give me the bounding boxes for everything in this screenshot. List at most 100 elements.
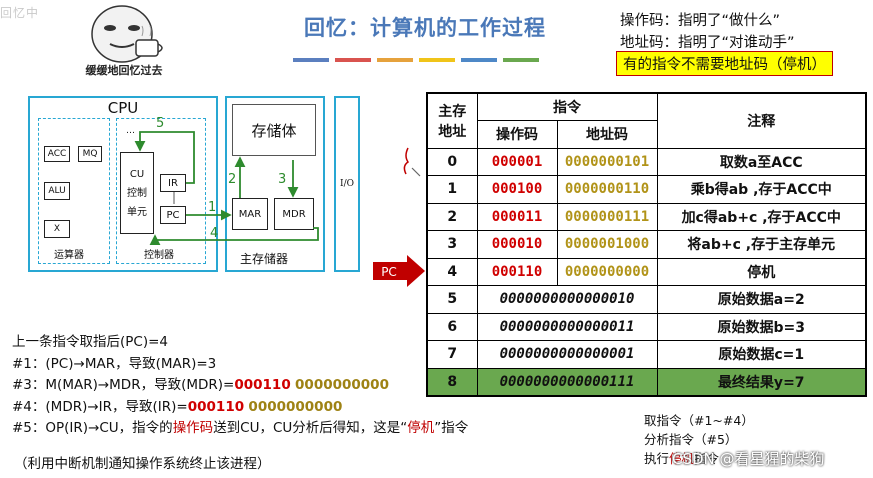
- ir-register: IR: [160, 174, 186, 192]
- ctrl-group-box: [116, 118, 206, 264]
- page-title: 回忆：计算机的工作过程: [304, 16, 546, 40]
- note-highlight: 有的指令不需要地址码（停机）: [616, 51, 833, 76]
- pc-pointer-arrow: PC: [373, 255, 425, 287]
- header-instruction: 指令: [476, 92, 658, 121]
- cell-addr: 8: [426, 367, 478, 396]
- explain-line-2: #3：M(MAR)→MDR，导致(MDR)=000110 0000000000: [12, 373, 389, 393]
- title-bar-seg-5: [461, 58, 497, 62]
- note-opcode: 操作码：指明了“做什么”: [620, 13, 781, 29]
- header-note: 注释: [656, 92, 867, 149]
- header-opcode: 操作码: [476, 120, 558, 149]
- meme-face-icon: [91, 5, 163, 63]
- arrow-label-4: 4: [210, 226, 219, 241]
- cu-unit: CU 控制 单元: [120, 152, 154, 234]
- csdn-watermark: CSDN @看星猩的柴狗: [672, 450, 825, 468]
- pc-register: PC: [160, 206, 186, 224]
- arrow-label-5: 5: [156, 116, 165, 131]
- title-bar-seg-2: [335, 58, 371, 62]
- title-bar-seg-6: [503, 58, 539, 62]
- title-bar-seg-1: [293, 58, 329, 62]
- cell-note: 加c得ab+c ,存于ACC中: [656, 202, 867, 231]
- cell-data: 0000000000000001: [476, 340, 658, 369]
- explain-line-3-opcode: 000110: [187, 399, 245, 415]
- cell-opcode: 000110: [476, 257, 558, 286]
- cell-note: 原始数据a=2: [656, 285, 867, 314]
- header-address: 主存 地址: [426, 92, 478, 149]
- cell-addrcode: 0000000111: [556, 202, 658, 231]
- step-execute-c: 指令: [694, 451, 720, 466]
- cpu-box: [28, 96, 218, 272]
- explain-line-2-text: #3：M(MAR)→MDR，导致(MDR)=: [12, 377, 235, 393]
- cell-note: 取数a至ACC: [656, 147, 867, 176]
- cell-opcode: 000010: [476, 230, 558, 259]
- cell-note: 将ab+c ,存于主存单元: [656, 230, 867, 259]
- explain-line-3: #4：(MDR)→IR，导致(IR)=000110 0000000000: [12, 395, 342, 415]
- note-address: 地址码：指明了“对谁动手”: [620, 35, 795, 51]
- cell-addr: 0: [426, 147, 478, 176]
- cell-addrcode: 0000000110: [556, 175, 658, 204]
- explain-line-3-addr: 0000000000: [248, 399, 343, 415]
- explain-line-0: 上一条指令取指后(PC)=4: [12, 334, 169, 350]
- mq-register: MQ: [78, 146, 102, 162]
- cell-note: 停机: [656, 257, 867, 286]
- pen-mark-icon: [403, 147, 421, 177]
- step-fetch: 取指令（#1~#4）: [644, 413, 754, 428]
- explain-line-3-text: #4：(MDR)→IR，导致(IR)=: [12, 399, 188, 415]
- explain-line-4-c: 送到CU，CU分析后得知，这是“: [213, 420, 408, 436]
- cell-addr: 1: [426, 175, 478, 204]
- watermark-text: 回忆中: [0, 6, 40, 20]
- step-decode: 分析指令（#5）: [644, 432, 738, 447]
- memory-label: 主存储器: [240, 252, 289, 266]
- footnote: （利用中断机制通知操作系统终止该进程）: [14, 456, 271, 472]
- step-execute-a: 执行: [644, 451, 670, 466]
- arrow-label-3: 3: [278, 172, 287, 187]
- cell-addr: 2: [426, 202, 478, 231]
- cell-addrcode: 0000000101: [556, 147, 658, 176]
- header-address-2: 地址: [438, 123, 467, 140]
- header-address-1: 主存: [438, 103, 467, 120]
- arrow-label-2: 2: [228, 172, 237, 187]
- meme-caption: 缓缓地回忆过去: [85, 64, 163, 77]
- explain-line-4-opcode-word: 操作码: [172, 420, 214, 436]
- alu-unit: ALU: [44, 182, 70, 200]
- title-bar-seg-3: [377, 58, 413, 62]
- cell-data: 0000000000000010: [476, 285, 658, 314]
- header-addrcode: 地址码: [556, 120, 658, 149]
- title-bar-seg-4: [419, 58, 455, 62]
- cu-label: CU: [129, 168, 145, 180]
- acc-register: ACC: [44, 146, 70, 162]
- explain-line-2-opcode: 000110: [234, 377, 291, 393]
- mdr-register: MDR: [274, 198, 314, 230]
- alu-group-box: [38, 118, 110, 264]
- step-execute: 执行停机指令: [644, 448, 719, 467]
- step-execute-halt: 停机: [669, 451, 695, 466]
- cpu-label: CPU: [107, 99, 139, 117]
- cell-addr: 5: [426, 285, 478, 314]
- cell-note: 最终结果y=7: [656, 367, 867, 396]
- ctrl-dots: …: [126, 126, 135, 136]
- cell-addr: 3: [426, 230, 478, 259]
- cu-ctrl-2: 单元: [127, 206, 147, 218]
- cell-addrcode: 0000000000: [556, 257, 658, 286]
- explain-line-1: #1：(PC)→MAR，导致(MAR)=3: [12, 356, 217, 372]
- cell-addr: 6: [426, 312, 478, 341]
- pc-pointer-label: PC: [381, 265, 397, 279]
- ctrl-group-label: 控制器: [144, 250, 174, 261]
- x-register: X: [44, 220, 70, 238]
- cu-ctrl-1: 控制: [127, 187, 147, 199]
- explain-line-4-a: #5：OP(IR)→CU，指令的: [12, 420, 173, 436]
- explain-line-4-e: ”指令: [434, 420, 469, 436]
- cell-note: 原始数据c=1: [656, 340, 867, 369]
- cell-opcode: 000001: [476, 147, 558, 176]
- cell-note: 原始数据b=3: [656, 312, 867, 341]
- explain-line-4-halt-word: 停机: [407, 420, 435, 436]
